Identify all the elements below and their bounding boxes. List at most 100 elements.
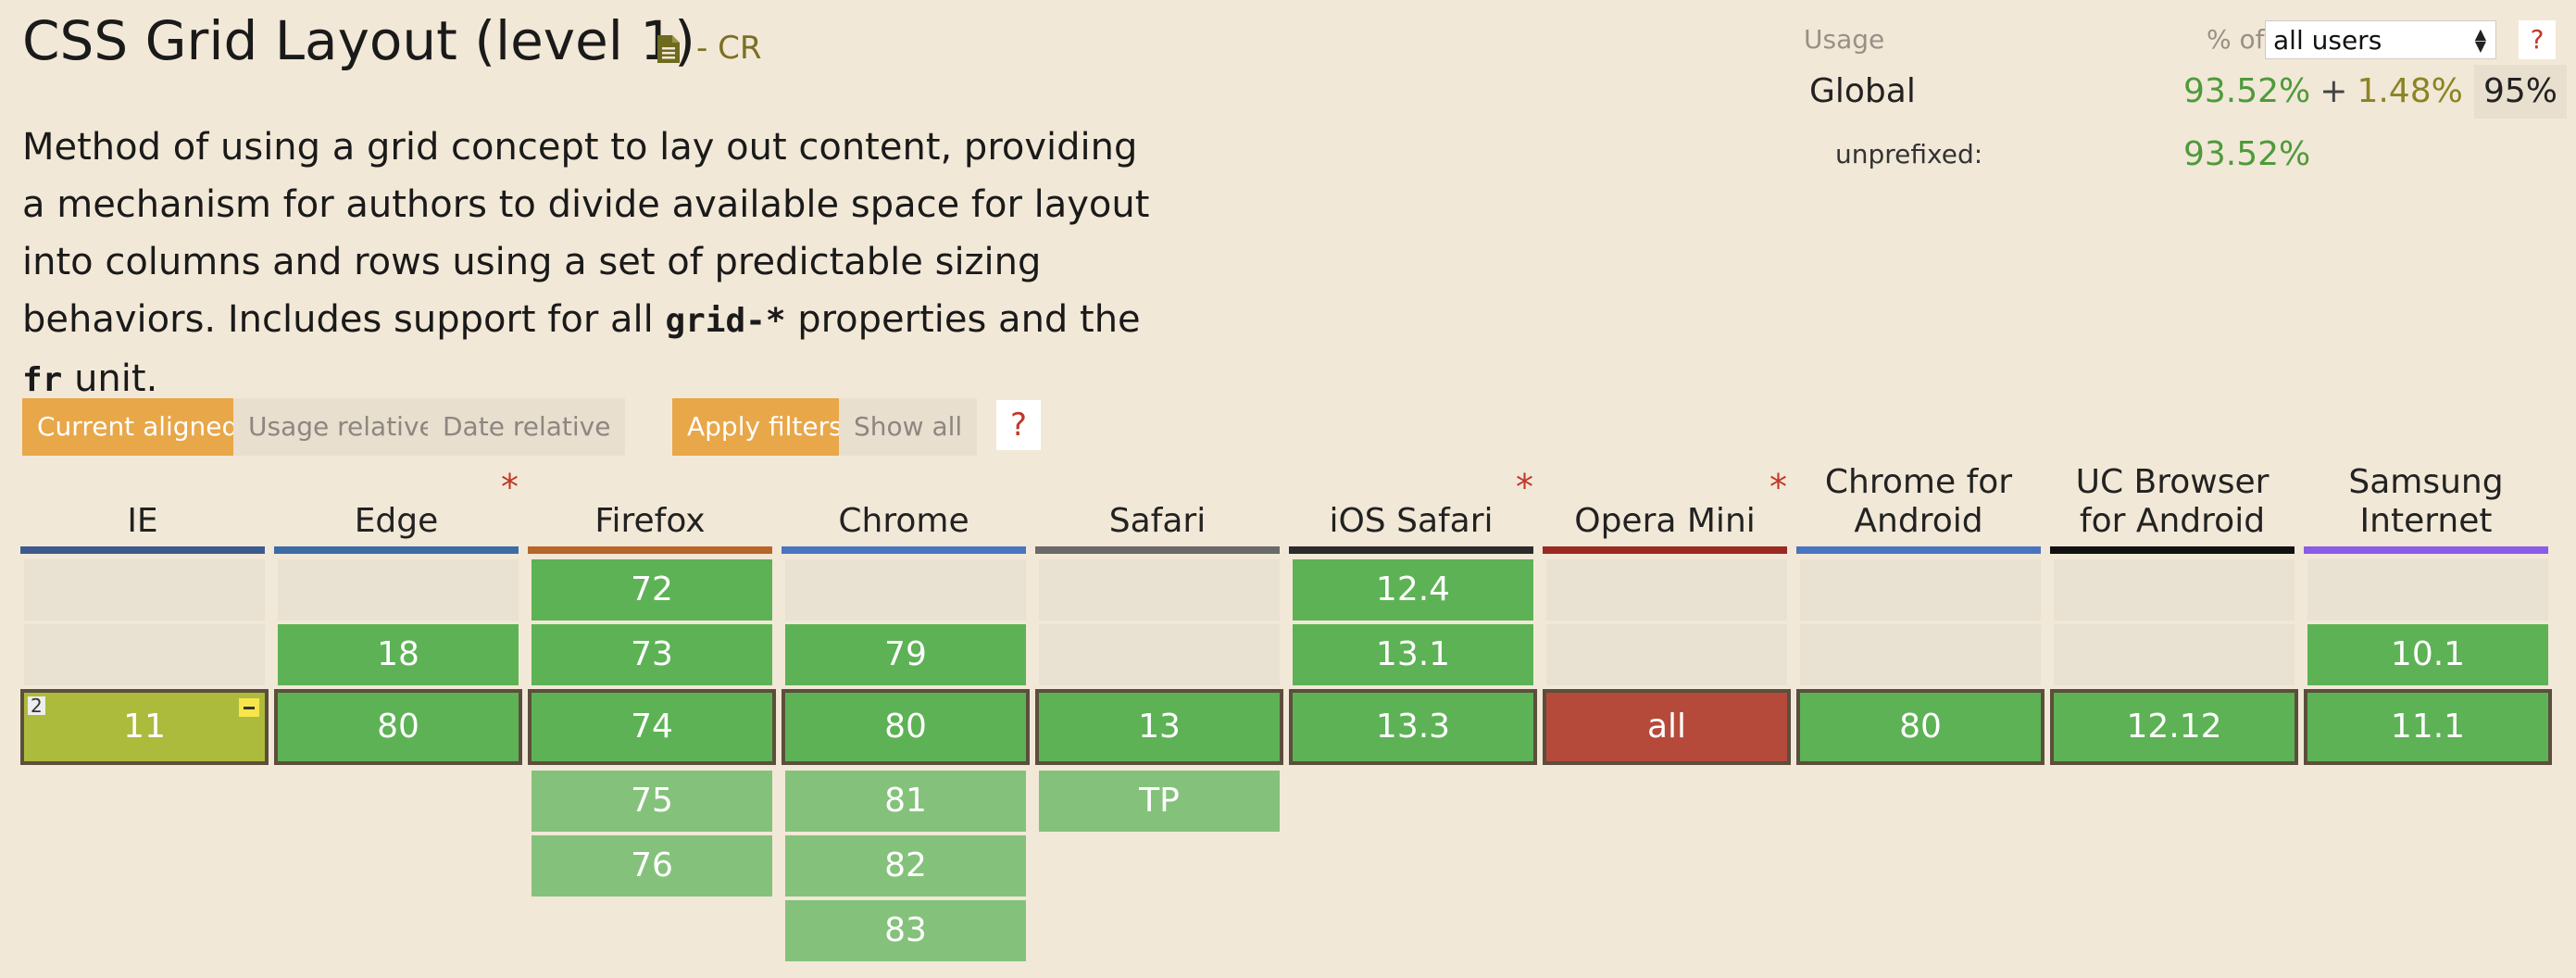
- current-version-cell[interactable]: 80: [1800, 693, 2041, 761]
- browser-name: Chrome: [838, 502, 969, 540]
- version-cell[interactable]: 72: [531, 559, 772, 621]
- current-version-cell[interactable]: all: [1546, 693, 1787, 761]
- empty-version-cell: [24, 624, 265, 685]
- select-arrows-icon: ▲▼: [2474, 25, 2486, 55]
- note-asterisk-icon[interactable]: *: [1516, 467, 1533, 508]
- version-cell[interactable]: 18: [278, 624, 519, 685]
- browser-name: Firefox: [594, 502, 706, 540]
- current-version-cell[interactable]: 13.3: [1293, 693, 1533, 761]
- document-icon[interactable]: [656, 33, 682, 65]
- browser-color-bar: [2050, 546, 2295, 554]
- browser-header-samsung[interactable]: Samsung Internet: [2304, 463, 2548, 554]
- future-version-cell[interactable]: 76: [531, 835, 772, 896]
- version-cell[interactable]: 12.4: [1293, 559, 1533, 621]
- current-version-label: 80: [884, 708, 927, 746]
- browser-color-bar: [1543, 546, 1787, 554]
- browser-header-edge[interactable]: Edge *: [274, 463, 519, 554]
- browser-color-bar: [2304, 546, 2548, 554]
- empty-version-cell: [1546, 624, 1787, 685]
- total-support-percent: 95%: [2474, 65, 2567, 119]
- browser-name: Edge: [354, 502, 439, 540]
- browser-name: UC Browser for Android: [2075, 463, 2270, 540]
- note-number-badge[interactable]: 2: [28, 696, 45, 715]
- partial-support-flag-icon: [239, 698, 259, 717]
- empty-version-cell: [24, 559, 265, 621]
- global-label: Global: [1809, 72, 1916, 110]
- note-asterisk-icon[interactable]: *: [501, 467, 519, 508]
- empty-version-cell: [2307, 559, 2548, 621]
- current-version-cell[interactable]: 74: [531, 693, 772, 761]
- browser-name: Chrome for Android: [1824, 463, 2013, 540]
- description-text: Method of using a grid concept to lay ou…: [22, 126, 1150, 341]
- apply-filters-button[interactable]: Apply filters: [672, 398, 857, 456]
- future-version-cell[interactable]: 81: [785, 771, 1026, 832]
- note-asterisk-icon[interactable]: *: [1769, 467, 1787, 508]
- current-version-cell[interactable]: 12.12: [2054, 693, 2295, 761]
- browser-header-ios-safari[interactable]: iOS Safari *: [1289, 463, 1533, 554]
- version-cell[interactable]: 13.1: [1293, 624, 1533, 685]
- version-cell[interactable]: 10.1: [2307, 624, 2548, 685]
- browser-color-bar: [1796, 546, 2041, 554]
- future-version-cell[interactable]: TP: [1039, 771, 1280, 832]
- current-version-label: 13.3: [1375, 708, 1451, 746]
- browser-header-opera-mini[interactable]: Opera Mini *: [1543, 463, 1787, 554]
- population-select[interactable]: all users ▲▼: [2265, 20, 2496, 59]
- percent-of-label: % of: [2207, 24, 2265, 55]
- usage-panel: Usage % of all users ▲▼ ? Global 93.52%+…: [1804, 20, 2567, 173]
- browser-name: iOS Safari: [1329, 502, 1494, 540]
- description-code-fr: fr: [22, 361, 63, 399]
- unprefixed-percent: 93.52%: [2183, 135, 2311, 173]
- empty-version-cell: [1039, 559, 1280, 621]
- browser-name: IE: [127, 502, 158, 540]
- show-all-button[interactable]: Show all: [839, 398, 978, 456]
- date-relative-button[interactable]: Date relative: [428, 398, 626, 456]
- version-cell[interactable]: 73: [531, 624, 772, 685]
- current-version-cell[interactable]: 80: [785, 693, 1026, 761]
- empty-version-cell: [1546, 559, 1787, 621]
- page-title: CSS Grid Layout (level 1): [22, 9, 695, 72]
- browser-header-safari[interactable]: Safari: [1035, 463, 1280, 554]
- future-version-cell[interactable]: 82: [785, 835, 1026, 896]
- empty-version-cell: [2054, 624, 2295, 685]
- browser-header-uc-android[interactable]: UC Browser for Android: [2050, 463, 2295, 554]
- usage-help-button[interactable]: ?: [2519, 20, 2556, 59]
- feature-description: Method of using a grid concept to lay ou…: [22, 119, 1170, 409]
- current-version-cell[interactable]: 80: [278, 693, 519, 761]
- current-version-cell[interactable]: 11 2: [24, 693, 265, 761]
- filters-help-button[interactable]: ?: [996, 400, 1041, 450]
- current-version-label: 80: [377, 708, 419, 746]
- browser-header-chrome[interactable]: Chrome: [782, 463, 1026, 554]
- current-version-cell[interactable]: 13: [1039, 693, 1280, 761]
- current-version-label: 11: [123, 708, 166, 746]
- version-cell[interactable]: 79: [785, 624, 1026, 685]
- empty-version-cell: [1800, 624, 2041, 685]
- current-version-label: 80: [1899, 708, 1942, 746]
- description-text: properties and the: [785, 298, 1141, 341]
- browser-name: Samsung Internet: [2348, 463, 2504, 540]
- description-text: unit.: [62, 357, 158, 400]
- future-version-cell[interactable]: 75: [531, 771, 772, 832]
- browser-color-bar: [274, 546, 519, 554]
- browser-color-bar: [782, 546, 1026, 554]
- current-aligned-button[interactable]: Current aligned: [22, 398, 254, 456]
- current-version-cell[interactable]: 11.1: [2307, 693, 2548, 761]
- browser-color-bar: [1035, 546, 1280, 554]
- browser-header-ie[interactable]: IE: [20, 463, 265, 554]
- usage-label: Usage: [1804, 24, 1885, 55]
- current-version-label: 11.1: [2390, 708, 2466, 746]
- empty-version-cell: [1039, 624, 1280, 685]
- empty-version-cell: [2054, 559, 2295, 621]
- browser-color-bar: [1289, 546, 1533, 554]
- current-version-label: 13: [1138, 708, 1181, 746]
- browser-color-bar: [20, 546, 265, 554]
- browser-header-firefox[interactable]: Firefox: [528, 463, 772, 554]
- global-usage: 93.52%+1.48%=: [2183, 72, 2509, 110]
- partial-support-percent: 1.48%: [2357, 72, 2463, 110]
- spec-status-link[interactable]: - CR: [696, 30, 762, 67]
- browser-header-chrome-android[interactable]: Chrome for Android: [1796, 463, 2041, 554]
- future-version-cell[interactable]: 83: [785, 900, 1026, 961]
- browser-name: Opera Mini: [1574, 502, 1756, 540]
- empty-version-cell: [278, 559, 519, 621]
- usage-relative-button[interactable]: Usage relative: [233, 398, 450, 456]
- browser-name: Safari: [1108, 502, 1207, 540]
